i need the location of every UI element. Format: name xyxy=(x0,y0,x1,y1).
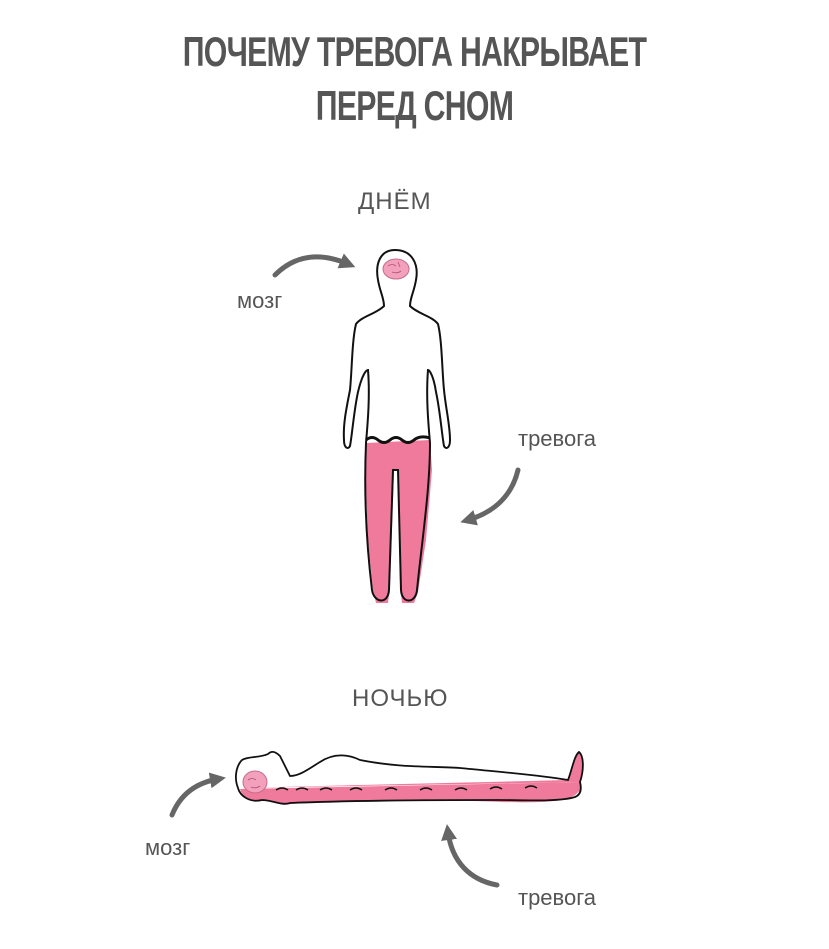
day-brain-label: мозг xyxy=(237,288,283,313)
night-anxiety-label: тревога xyxy=(518,885,596,910)
day-brain-arrow xyxy=(272,253,356,278)
lying-figure xyxy=(235,750,584,805)
brain-icon xyxy=(242,770,268,794)
night-anxiety-arrow xyxy=(441,824,500,888)
title-line-2: ПЕРЕД СНОМ xyxy=(315,82,514,129)
lying-anxiety-fill xyxy=(240,752,583,805)
night-heading: НОЧЬЮ xyxy=(352,685,449,712)
day-anxiety-arrow xyxy=(460,467,521,526)
day-anxiety-label: тревога xyxy=(518,426,596,451)
night-brain-arrow xyxy=(169,772,226,818)
night-brain-label: мозг xyxy=(145,835,191,860)
title-line-1: ПОЧЕМУ ТРЕВОГА НАКРЫВАЕТ xyxy=(182,28,647,75)
standing-figure xyxy=(342,248,452,603)
day-heading: ДНЁМ xyxy=(358,188,432,215)
brain-icon xyxy=(382,258,410,280)
